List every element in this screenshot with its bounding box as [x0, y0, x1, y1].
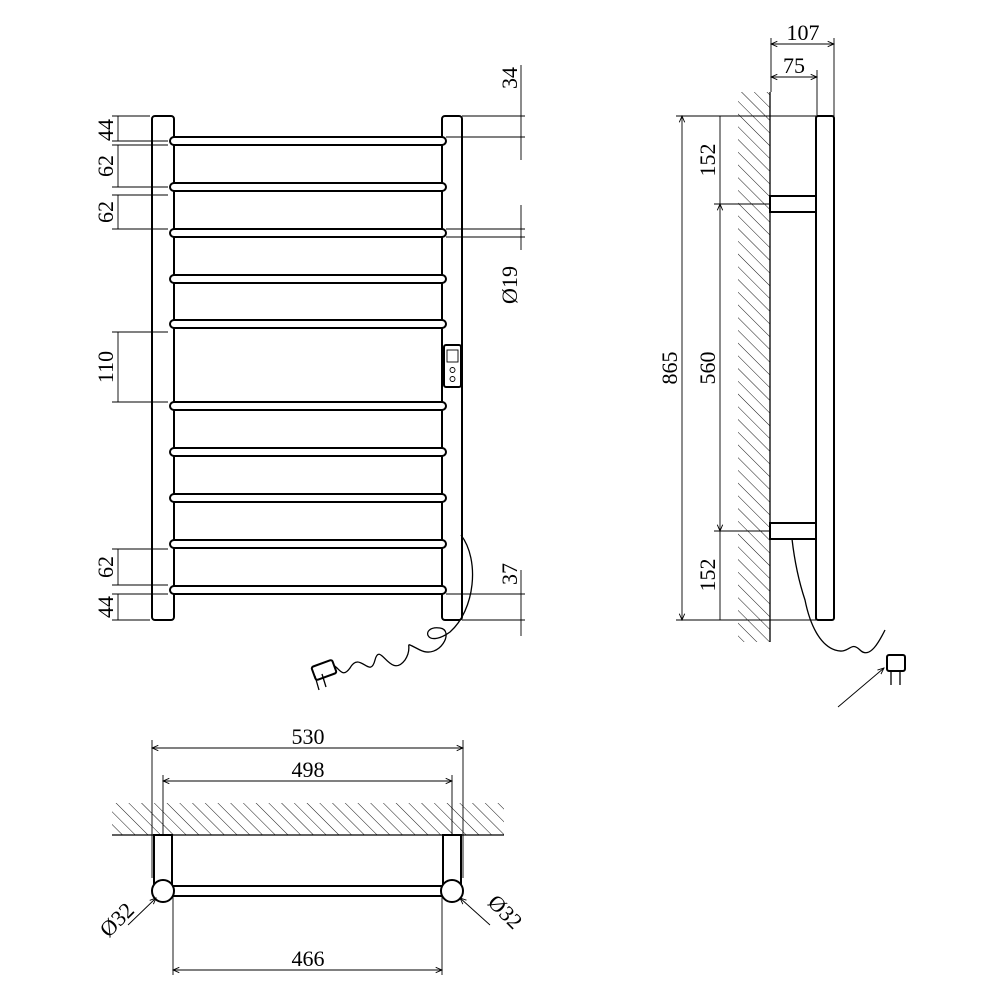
dim-label: 34 — [497, 67, 522, 89]
dim-label: 44 — [93, 596, 118, 618]
bar — [169, 228, 447, 238]
dim-label: 75 — [783, 53, 805, 78]
dim-label: 107 — [787, 20, 820, 45]
side-post — [815, 115, 835, 621]
dim-label: 110 — [93, 351, 118, 383]
right-mount — [442, 834, 462, 886]
power-cable — [310, 534, 474, 691]
horizontal-bars — [169, 136, 447, 595]
wall-hatching — [738, 92, 770, 642]
bar — [169, 447, 447, 457]
left-post-section — [151, 879, 175, 903]
bar — [169, 401, 447, 411]
top-bar — [162, 885, 453, 897]
dim-label: 62 — [93, 556, 118, 578]
dim-label: 152 — [695, 559, 720, 592]
dim-label: 498 — [292, 757, 325, 782]
left-dimensions — [112, 115, 168, 621]
dim-label: 44 — [93, 119, 118, 141]
bar — [169, 585, 447, 595]
dim-label: Ø19 — [497, 266, 522, 304]
bar — [169, 136, 447, 146]
dim-label: Ø32 — [483, 889, 527, 933]
bar — [169, 182, 447, 192]
side-power-cable — [791, 538, 906, 708]
left-post — [151, 115, 175, 621]
top-view: 530 498 466 Ø32 Ø32 — [94, 724, 528, 975]
dim-label: Ø32 — [94, 897, 138, 941]
bar — [169, 539, 447, 549]
dim-label: 560 — [695, 352, 720, 385]
right-dimensions — [446, 65, 525, 636]
dim-label: 865 — [657, 352, 682, 385]
front-view: 44 62 62 110 62 44 34 Ø19 37 — [93, 65, 525, 691]
bar — [169, 274, 447, 284]
bar — [169, 493, 447, 503]
left-mount — [153, 834, 173, 886]
bar — [169, 319, 447, 329]
right-post-section — [440, 879, 464, 903]
side-view: 107 75 865 560 152 152 — [657, 20, 906, 708]
control-unit — [443, 344, 462, 388]
dim-label: 466 — [292, 946, 325, 971]
lower-bracket — [769, 522, 817, 540]
dim-label: 152 — [695, 144, 720, 177]
dim-label: 37 — [497, 563, 522, 585]
wall-hatching — [112, 803, 504, 835]
dim-label: 62 — [93, 155, 118, 177]
dim-label: 62 — [93, 201, 118, 223]
upper-bracket — [769, 195, 817, 213]
dim-label: 530 — [292, 724, 325, 749]
